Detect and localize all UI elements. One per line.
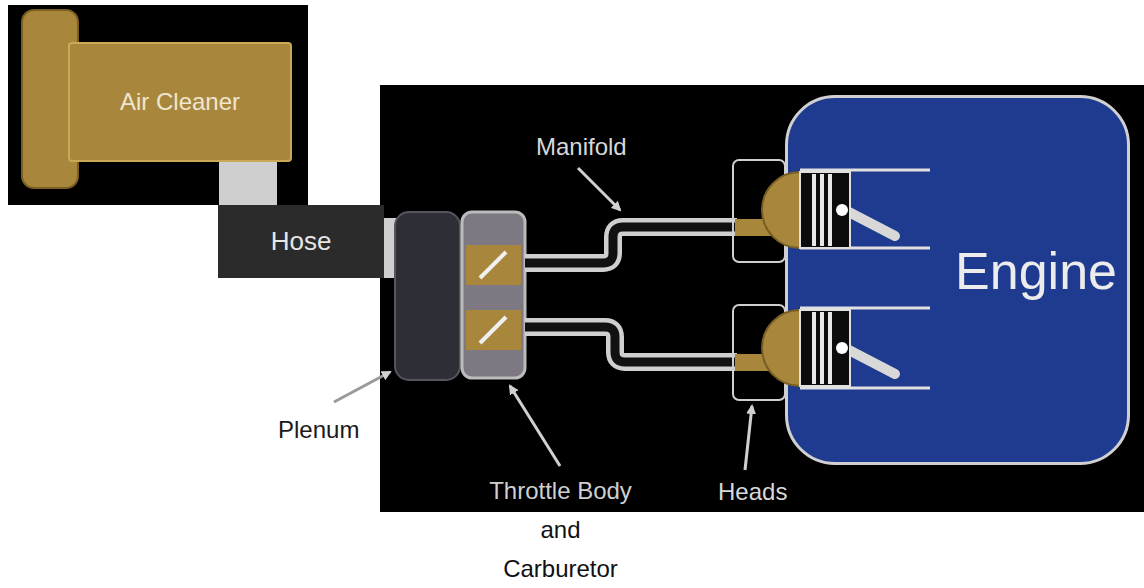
back-panel: [380, 85, 1144, 512]
part-label: Throttle Body and Carburetor: [483, 471, 638, 588]
hose: Hose: [218, 205, 384, 278]
throttle-plate: [480, 252, 506, 278]
connecting-rod: [845, 210, 895, 236]
leader-line: [510, 386, 560, 466]
wrist-pin: [836, 204, 848, 216]
engine-block: Engine: [785, 95, 1130, 465]
piston-ring: [812, 174, 816, 246]
throttle-plate: [480, 317, 506, 343]
piston-ring: [828, 174, 832, 246]
piston: [800, 172, 850, 248]
part-label: Plenum: [278, 410, 359, 449]
air-cleaner: Air Cleaner: [68, 42, 292, 162]
leader-line: [745, 406, 752, 470]
piston-ring: [820, 312, 824, 384]
piston-crown: [762, 310, 800, 386]
throttle-bore: [466, 310, 521, 350]
plenum: [395, 212, 460, 380]
connecting-rod: [845, 348, 895, 374]
node-label: Hose: [271, 226, 332, 257]
leader-line: [334, 372, 390, 402]
hose-coupler: [219, 162, 277, 205]
piston-ring: [812, 312, 816, 384]
throttle-bore: [466, 245, 521, 285]
piston-crown: [762, 172, 800, 248]
manifold-runner: [525, 227, 737, 263]
manifold-runner: [525, 227, 737, 263]
throttle-body: [462, 212, 525, 378]
back-panel: [8, 5, 308, 205]
manifold-runner: [525, 327, 737, 362]
piston-ring: [828, 312, 832, 384]
piston: [800, 310, 850, 386]
wrist-pin: [836, 342, 848, 354]
leader-line: [578, 168, 620, 210]
part-label: Heads: [718, 472, 787, 511]
node-label: Air Cleaner: [120, 88, 240, 116]
part-label: Manifold: [536, 127, 627, 166]
manifold-runner: [525, 327, 737, 362]
node-label: Engine: [955, 241, 1117, 301]
piston-ring: [820, 174, 824, 246]
